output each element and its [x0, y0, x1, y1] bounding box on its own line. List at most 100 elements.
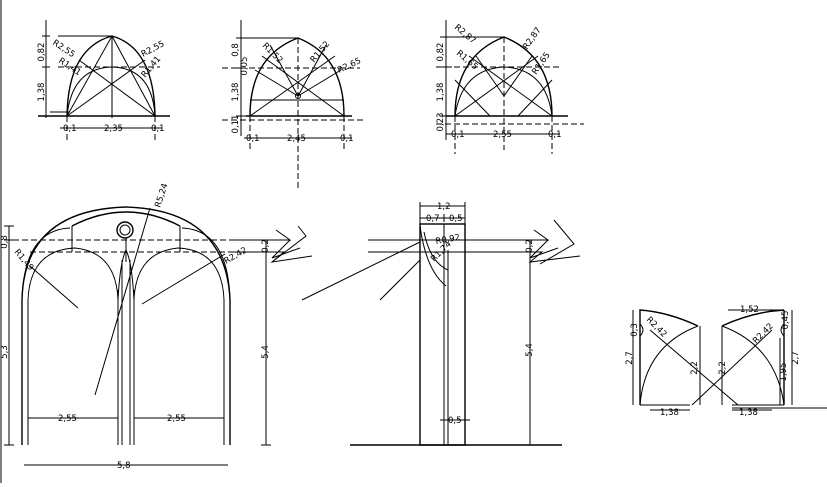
radius-label: R1,49 — [12, 248, 36, 273]
dim-label: 0,1 — [340, 134, 354, 144]
dim-label: 2,2 — [718, 361, 728, 375]
radius-label: R2,65 — [336, 56, 363, 76]
dim-label: 0,1 — [63, 124, 77, 134]
dim-label: 0,5 — [449, 214, 463, 224]
dim-label: 0,7 — [426, 214, 440, 224]
radius-line — [66, 35, 113, 117]
break-symbol — [528, 219, 581, 265]
dim-label: 0,1 — [246, 134, 260, 144]
detail-notch — [639, 323, 644, 337]
detail-notch — [780, 323, 785, 337]
radius-leader — [649, 329, 739, 406]
dim-label: 2,45 — [287, 134, 306, 144]
dim-label: 1,2 — [437, 202, 451, 212]
dim-label: 1,38 — [739, 408, 758, 418]
radius-leader — [29, 265, 79, 309]
dim-label: 1,95 — [779, 363, 789, 382]
radius-line — [254, 69, 299, 97]
detail-curve — [639, 325, 699, 406]
dim-label: 0,82 — [37, 43, 47, 62]
dim-label: 5,4 — [261, 345, 271, 359]
radius-label: R2,42 — [644, 315, 669, 340]
radius-line — [297, 69, 342, 97]
side-section: 1,2 0,7 0,5 R0,92 R1,74 0,2 5,4 0,5 — [301, 202, 581, 446]
dim-label: 0,05 — [240, 57, 250, 76]
radius-label: R2,87 — [521, 26, 543, 52]
keystone-cap — [71, 211, 181, 227]
radius-leader — [379, 259, 421, 301]
radius-label: R2,87 — [452, 23, 477, 47]
dim-label: 2,7 — [791, 351, 801, 365]
radius-line — [454, 79, 491, 117]
dim-label: 0,8 — [231, 43, 241, 57]
dim-label: 5,3 — [0, 345, 10, 359]
dim-label: 2,2 — [690, 361, 700, 375]
radius-label: R1,52 — [260, 41, 285, 66]
radius-label: R1,65 — [454, 49, 479, 73]
outer-arch-frame — [21, 206, 231, 445]
arch-detail-2: 0,8 0,05 1,38 0,11 R1,52 R1,52 R2,65 2,4… — [222, 20, 364, 188]
dim-label: 0,1 — [151, 124, 165, 134]
radius-leader — [301, 241, 421, 301]
radius-label: R2,42 — [223, 246, 250, 267]
dim-label: 1,38 — [436, 83, 446, 102]
right-arch-line — [181, 227, 231, 301]
detail-profile — [639, 309, 699, 405]
right-opening — [133, 247, 225, 445]
radius-leader — [94, 207, 151, 396]
dim-label: 5,8 — [117, 461, 131, 471]
radius-line — [517, 79, 553, 117]
dim-label: 0,2 — [261, 239, 271, 253]
radius-label: R2,42 — [751, 321, 776, 346]
arch-detail-1: 0,82 1,38 R2,55 R2,55 R1,41 R1,41 2,35 0… — [37, 20, 170, 140]
dim-label: 0,82 — [436, 43, 446, 62]
detail-sections: 1,38 1,38 1,52 2,7 2,2 2,2 2,7 1,95 0,3 … — [625, 305, 827, 418]
break-symbol — [271, 229, 301, 259]
column-body — [419, 223, 466, 446]
dim-label: 0,1 — [548, 130, 562, 140]
radius-line — [475, 55, 505, 97]
dim-label: 1,38 — [37, 83, 47, 102]
dim-label: 0,11 — [231, 115, 241, 134]
dim-label: 2,55 — [493, 130, 512, 140]
radius-leader — [141, 253, 226, 305]
oculus-inner — [119, 224, 131, 236]
detail-profile — [721, 309, 785, 405]
dim-label: 0,23 — [436, 113, 446, 132]
radius-line — [269, 44, 299, 97]
side-curve — [419, 225, 447, 287]
front-elevation: R5,24 R1,49 R2,42 0,8 5,3 5,4 0,2 2,55 2… — [0, 182, 313, 471]
dim-label: 5,4 — [525, 343, 535, 357]
radius-label: R5,24 — [153, 182, 170, 209]
dim-label: 0,5 — [448, 416, 462, 426]
break-symbol — [270, 225, 313, 263]
center-point — [295, 93, 301, 99]
dim-label: 0,2 — [525, 239, 535, 253]
detail-curve — [721, 325, 785, 406]
radius-line — [297, 44, 327, 97]
radius-line — [503, 55, 533, 97]
radius-line — [78, 59, 156, 117]
dim-label: 2,7 — [625, 351, 635, 365]
side-curve — [423, 231, 449, 271]
dim-label: 0,1 — [451, 130, 465, 140]
radius-label: R1,65 — [530, 51, 552, 77]
arch-detail-3: 0,82 1,38 0,23 R2,87 R2,87 R1,65 R1,65 2… — [436, 20, 584, 154]
dim-label: 1,38 — [231, 83, 241, 102]
dim-label: 0,8 — [0, 235, 10, 249]
left-opening — [27, 247, 119, 445]
radius-line — [111, 35, 156, 117]
dim-label: 2,55 — [58, 414, 77, 424]
radius-leader — [691, 329, 773, 406]
dim-label: 1,38 — [660, 408, 679, 418]
dim-label: 0,3 — [630, 323, 640, 337]
left-arch-line — [21, 227, 71, 301]
radius-line — [66, 59, 146, 117]
radius-label: R0,92 — [435, 233, 461, 247]
dim-label: 1,52 — [740, 305, 759, 315]
dim-label: 2,35 — [104, 124, 123, 134]
dim-label: 2,55 — [167, 414, 186, 424]
oculus — [116, 221, 134, 239]
